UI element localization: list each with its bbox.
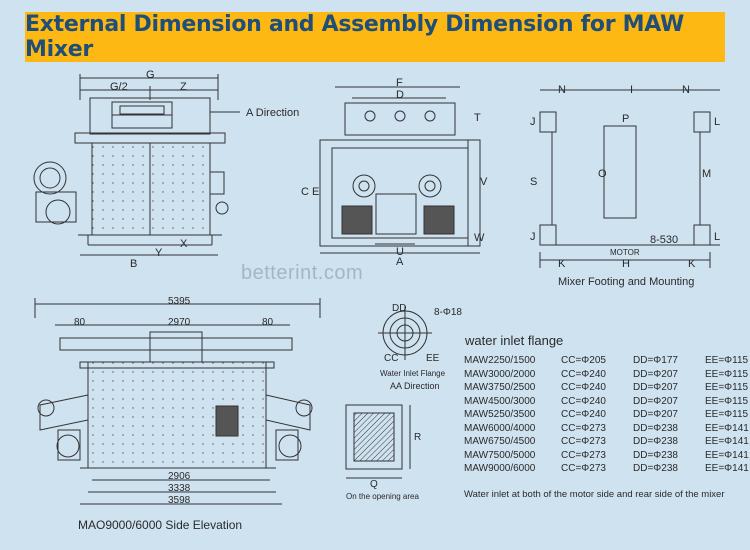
label-b: B xyxy=(130,258,138,270)
label-n-left: N xyxy=(558,84,566,96)
page-title: External Dimension and Assembly Dimensio… xyxy=(25,12,684,62)
opening-drawing xyxy=(345,404,411,479)
dim-total: 5395 xyxy=(168,296,191,307)
label-e: E xyxy=(312,186,320,198)
label-h: H xyxy=(622,258,630,270)
label-l-top: L xyxy=(714,116,721,128)
side-elevation-drawing xyxy=(34,298,321,505)
opening-caption: On the opening area xyxy=(346,492,419,501)
label-x: X xyxy=(180,238,188,250)
label-bolt: 8-530 xyxy=(650,234,679,246)
dim-2906: 2906 xyxy=(168,471,191,482)
label-q: Q xyxy=(370,479,378,490)
label-o: O xyxy=(598,168,607,180)
label-p: P xyxy=(622,113,630,125)
watermark: betterint.com xyxy=(241,262,364,284)
label-holes: 8-Φ18 xyxy=(434,307,462,318)
label-r: R xyxy=(414,432,422,443)
dim-mid: 2970 xyxy=(168,317,191,328)
label-v: V xyxy=(480,176,488,188)
label-dd: DD xyxy=(392,303,407,314)
label-s: S xyxy=(530,176,538,188)
dim-right: 80 xyxy=(262,317,274,328)
dim-3338: 3338 xyxy=(168,483,191,494)
label-j-top: J xyxy=(530,116,536,128)
dim-left: 80 xyxy=(74,317,86,328)
front-view-drawing xyxy=(33,74,240,256)
label-g-half: G/2 xyxy=(110,81,128,93)
label-w: W xyxy=(474,232,485,244)
label-l-bottom: L xyxy=(714,231,721,243)
label-m: M xyxy=(702,168,712,180)
aa-direction-caption: AA Direction xyxy=(390,381,440,391)
label-a-direction: A Direction xyxy=(246,107,300,119)
label-u: U xyxy=(396,246,404,258)
label-cc: CC xyxy=(384,353,399,364)
dim-3598: 3598 xyxy=(168,495,191,506)
title-banner: External Dimension and Assembly Dimensio… xyxy=(25,12,725,62)
label-z: Z xyxy=(180,81,187,93)
label-f: F xyxy=(396,77,403,89)
label-c: C xyxy=(301,186,309,198)
label-n-right: N xyxy=(682,84,690,96)
end-view-drawing xyxy=(319,86,481,254)
label-d: D xyxy=(396,89,404,101)
label-y: Y xyxy=(155,247,163,259)
label-i: I xyxy=(630,84,634,96)
label-k-right: K xyxy=(688,258,696,270)
label-a: A xyxy=(396,256,404,268)
water-inlet-note: Water inlet at both of the motor side an… xyxy=(464,489,725,500)
label-motor: MOTOR xyxy=(610,248,640,257)
label-k-left: K xyxy=(558,258,566,270)
flange-caption: Water Inlet Flange xyxy=(380,369,446,378)
label-t: T xyxy=(474,112,481,124)
label-j-bottom: J xyxy=(530,231,536,243)
water-inlet-title: water inlet flange xyxy=(465,333,564,348)
footing-drawing xyxy=(539,89,720,268)
footing-caption: Mixer Footing and Mounting xyxy=(558,276,695,288)
label-ee: EE xyxy=(426,353,440,364)
side-elevation-caption: MAO9000/6000 Side Elevation xyxy=(78,518,243,532)
flange-drawing xyxy=(378,306,432,360)
label-g: G xyxy=(146,69,155,81)
